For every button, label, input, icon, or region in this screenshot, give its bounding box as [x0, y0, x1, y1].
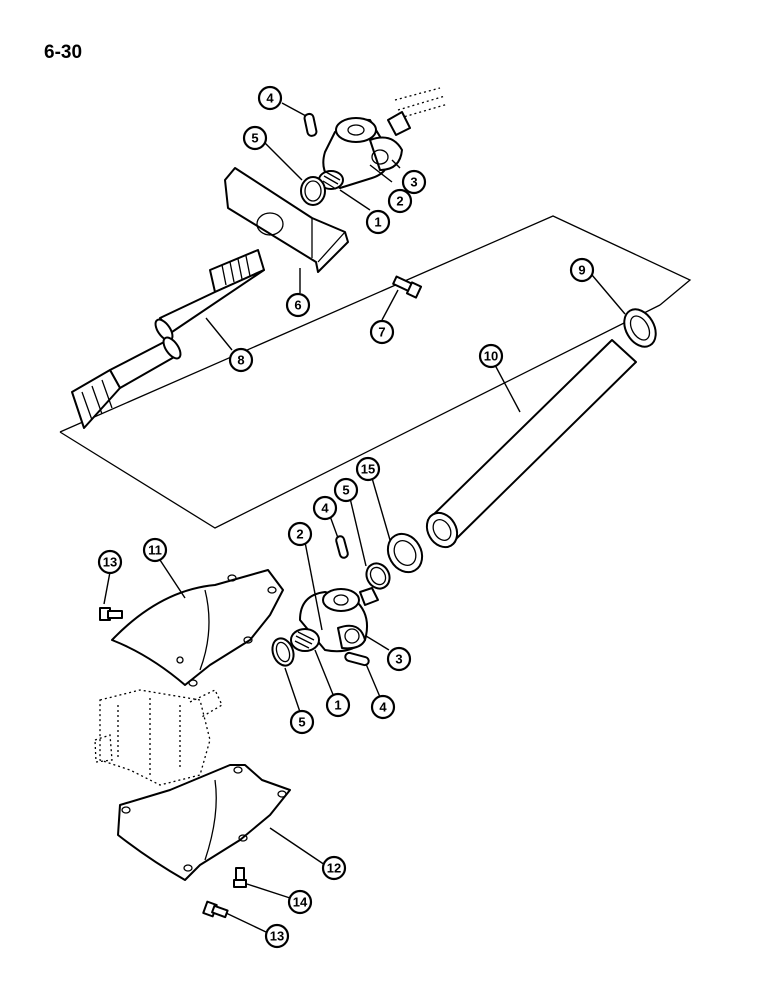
callout-12: 12 — [321, 855, 347, 881]
callout-1-mid: 1 — [325, 692, 351, 718]
lower-cover — [117, 764, 291, 881]
steering-gear-housing — [94, 689, 223, 786]
bushing-15 — [386, 532, 424, 574]
callout-11: 11 — [142, 537, 168, 563]
callout-5-top-label: 5 — [251, 131, 258, 146]
callout-2-mid-label: 2 — [296, 527, 303, 542]
callout-3-top-label: 3 — [410, 175, 417, 190]
bolt-13-top — [99, 607, 123, 621]
callout-7-label: 7 — [378, 325, 385, 340]
callout-14: 14 — [287, 889, 313, 915]
callout-8: 8 — [228, 347, 254, 373]
bolt-13-bottom — [202, 900, 229, 919]
callout-13-bottom: 13 — [264, 923, 290, 949]
seal-9 — [623, 308, 657, 348]
page-number: 6-30 — [44, 42, 83, 63]
callout-5-top: 5 — [242, 125, 268, 151]
callout-4-mid: 4 — [312, 495, 338, 521]
lower-universal-joint — [290, 587, 379, 653]
callout-11-label: 11 — [148, 543, 162, 558]
callout-14-label: 14 — [293, 895, 308, 910]
assembly-outline — [59, 215, 692, 529]
callout-8-label: 8 — [237, 353, 244, 368]
callout-6: 6 — [285, 292, 311, 318]
callout-4-top: 4 — [257, 85, 283, 111]
callout-2-top: 2 — [387, 188, 413, 214]
callout-3-mid-label: 3 — [395, 652, 402, 667]
callout-4-low-label: 4 — [379, 700, 387, 715]
callout-1-top: 1 — [365, 209, 391, 235]
callout-9: 9 — [569, 257, 595, 283]
upper-cover — [111, 569, 284, 687]
callout-15-label: 15 — [361, 462, 375, 477]
callout-10-label: 10 — [484, 349, 498, 364]
callout-2-top-label: 2 — [396, 194, 403, 209]
roll-pin-mid — [335, 535, 349, 559]
callout-15: 15 — [355, 456, 381, 482]
callout-3-mid: 3 — [386, 646, 412, 672]
callout-2-mid: 2 — [287, 521, 313, 547]
upper-universal-joint — [303, 87, 449, 190]
leader-lines — [103, 102, 626, 933]
roll-pin-low — [344, 651, 370, 667]
callout-1-mid-label: 1 — [334, 698, 341, 713]
callout-5-mid-label: 5 — [342, 483, 349, 498]
shaft-tube — [425, 339, 637, 549]
callout-9-label: 9 — [578, 263, 585, 278]
callout-5-low-label: 5 — [298, 715, 305, 730]
callout-12-label: 12 — [327, 861, 341, 876]
callout-4-mid-label: 4 — [321, 501, 329, 516]
callout-5-low: 5 — [289, 709, 315, 735]
bolt-14 — [233, 867, 247, 888]
callout-13-bottom-label: 13 — [270, 929, 284, 944]
callout-4-low: 4 — [370, 694, 396, 720]
callout-5-mid: 5 — [333, 477, 359, 503]
bolt-7 — [392, 275, 423, 299]
callout-7: 7 — [369, 319, 395, 345]
steering-shaft — [71, 249, 265, 429]
snap-ring-mid — [365, 562, 391, 590]
callout-1-top-label: 1 — [374, 215, 381, 230]
callout-13-top: 13 — [97, 549, 123, 575]
callout-3-top: 3 — [401, 169, 427, 195]
callout-13-top-label: 13 — [103, 555, 117, 570]
callout-10: 10 — [478, 343, 504, 369]
callout-4-top-label: 4 — [266, 91, 274, 106]
callout-6-label: 6 — [294, 298, 301, 313]
